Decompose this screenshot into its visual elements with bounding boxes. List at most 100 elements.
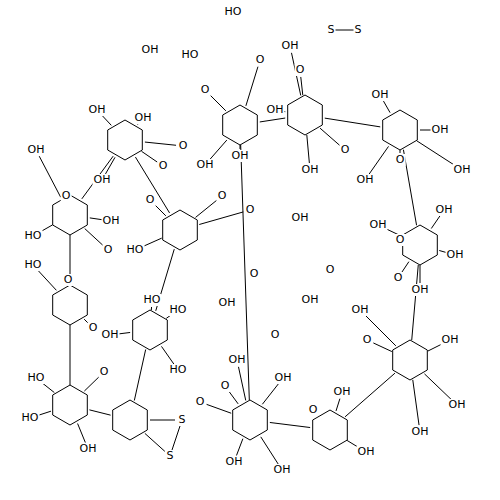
substituent-bond <box>420 265 421 283</box>
substituent-bond <box>210 95 226 111</box>
atom-label: HO <box>24 259 43 271</box>
atom-label: O <box>217 190 228 202</box>
substituent-bond <box>155 205 166 216</box>
atom-label: HO <box>169 304 188 316</box>
substituent-bond <box>431 216 440 229</box>
atom-label: OH <box>431 124 450 136</box>
substituent-bond <box>424 374 451 400</box>
substituent-bond <box>161 346 174 364</box>
substituent-bond <box>413 380 419 425</box>
atom-label: O <box>63 274 74 286</box>
atom-label: OH <box>281 40 300 52</box>
glycosidic-bond <box>134 350 145 401</box>
atom-label: OH <box>101 329 120 341</box>
substituent-bond <box>373 343 392 352</box>
atom-label: O <box>178 140 189 152</box>
atom-label: O <box>103 244 114 256</box>
pyranose-ring <box>233 400 268 440</box>
glycosidic-bond <box>270 422 310 427</box>
substituent-bond <box>150 420 175 421</box>
substituent-bond <box>261 437 278 464</box>
atom-label: O <box>255 54 266 66</box>
atom-label: O <box>220 380 231 392</box>
atom-label: O <box>270 329 281 341</box>
atom-label: O <box>195 396 206 408</box>
atom-label: O <box>295 64 306 76</box>
substituent-bond <box>38 270 57 290</box>
atom-label: OH <box>446 249 465 261</box>
atom-label: OH <box>441 334 460 346</box>
pyranose-ring <box>403 225 438 265</box>
substituent-bond <box>210 140 227 160</box>
atom-label: O <box>61 190 72 202</box>
substituent-bond <box>369 146 389 174</box>
substituent-bond <box>307 135 310 163</box>
atom-label: HO <box>21 412 40 424</box>
substituent-bond <box>145 142 176 145</box>
atom-label: OH <box>351 304 370 316</box>
atom-label: HO <box>126 244 145 256</box>
pyranose-ring <box>113 400 148 440</box>
atom-label: HO <box>143 294 162 306</box>
substituent-bond <box>320 128 340 145</box>
pyranose-ring <box>383 110 418 150</box>
substituent-bond <box>85 229 103 246</box>
atom-label: O <box>200 84 211 96</box>
atom-label: O <box>88 322 99 334</box>
pyranose-ring <box>223 105 258 145</box>
substituent-bond <box>84 377 99 391</box>
atom-label: OH <box>231 150 250 162</box>
atom-label: OH <box>411 426 430 438</box>
atom-label: OH <box>453 164 472 176</box>
atom-label: O <box>393 272 404 284</box>
atom-label: OH <box>141 44 160 56</box>
atom-label: OH <box>274 372 293 384</box>
glycosidic-bond <box>135 157 169 213</box>
atom-label: O <box>158 160 169 172</box>
pyranose-ring <box>53 285 88 325</box>
substituent-bond <box>402 262 409 273</box>
atom-label: OH <box>301 294 320 306</box>
glycosidic-bond <box>70 325 71 385</box>
atom-label: O <box>395 234 406 246</box>
atom-label: OH <box>93 174 112 186</box>
atom-label: OH <box>411 284 430 296</box>
substituent-bond <box>246 67 258 106</box>
substituent-bond <box>199 212 243 225</box>
atom-label: O <box>99 366 110 378</box>
atom-label: O <box>395 154 406 166</box>
substituent-bond <box>196 200 217 217</box>
atom-label: S <box>354 24 363 36</box>
substituent-bond <box>78 424 86 443</box>
atom-label: OH <box>218 297 237 309</box>
atom-label: OH <box>266 104 285 116</box>
glycosidic-bond <box>82 156 113 199</box>
substituent-bond <box>207 404 232 413</box>
substituent-bond <box>262 384 278 405</box>
substituent-bond <box>229 392 238 404</box>
substituent-bond <box>383 101 390 113</box>
pyranose-ring <box>53 385 88 425</box>
pyranose-ring <box>133 310 168 350</box>
glycosidic-bond <box>345 373 395 417</box>
atom-label: O <box>145 194 156 206</box>
atom-label: OH <box>273 464 292 476</box>
glycosidic-bond <box>412 265 419 340</box>
atom-label: O <box>362 334 373 346</box>
substituent-bond <box>105 157 115 174</box>
atom-label: OH <box>102 215 121 227</box>
atom-label: S <box>327 24 336 36</box>
glycosidic-bond <box>260 118 285 122</box>
atom-label: S <box>178 414 187 426</box>
atom-label: HO <box>181 49 200 61</box>
atom-label: O <box>340 144 351 156</box>
atom-label: OH <box>225 456 244 468</box>
substituent-bond <box>400 150 401 153</box>
glycosidic-bond <box>403 150 416 226</box>
atom-label: O <box>325 264 336 276</box>
atom-label: OH <box>301 164 320 176</box>
pyranose-ring <box>163 210 198 250</box>
